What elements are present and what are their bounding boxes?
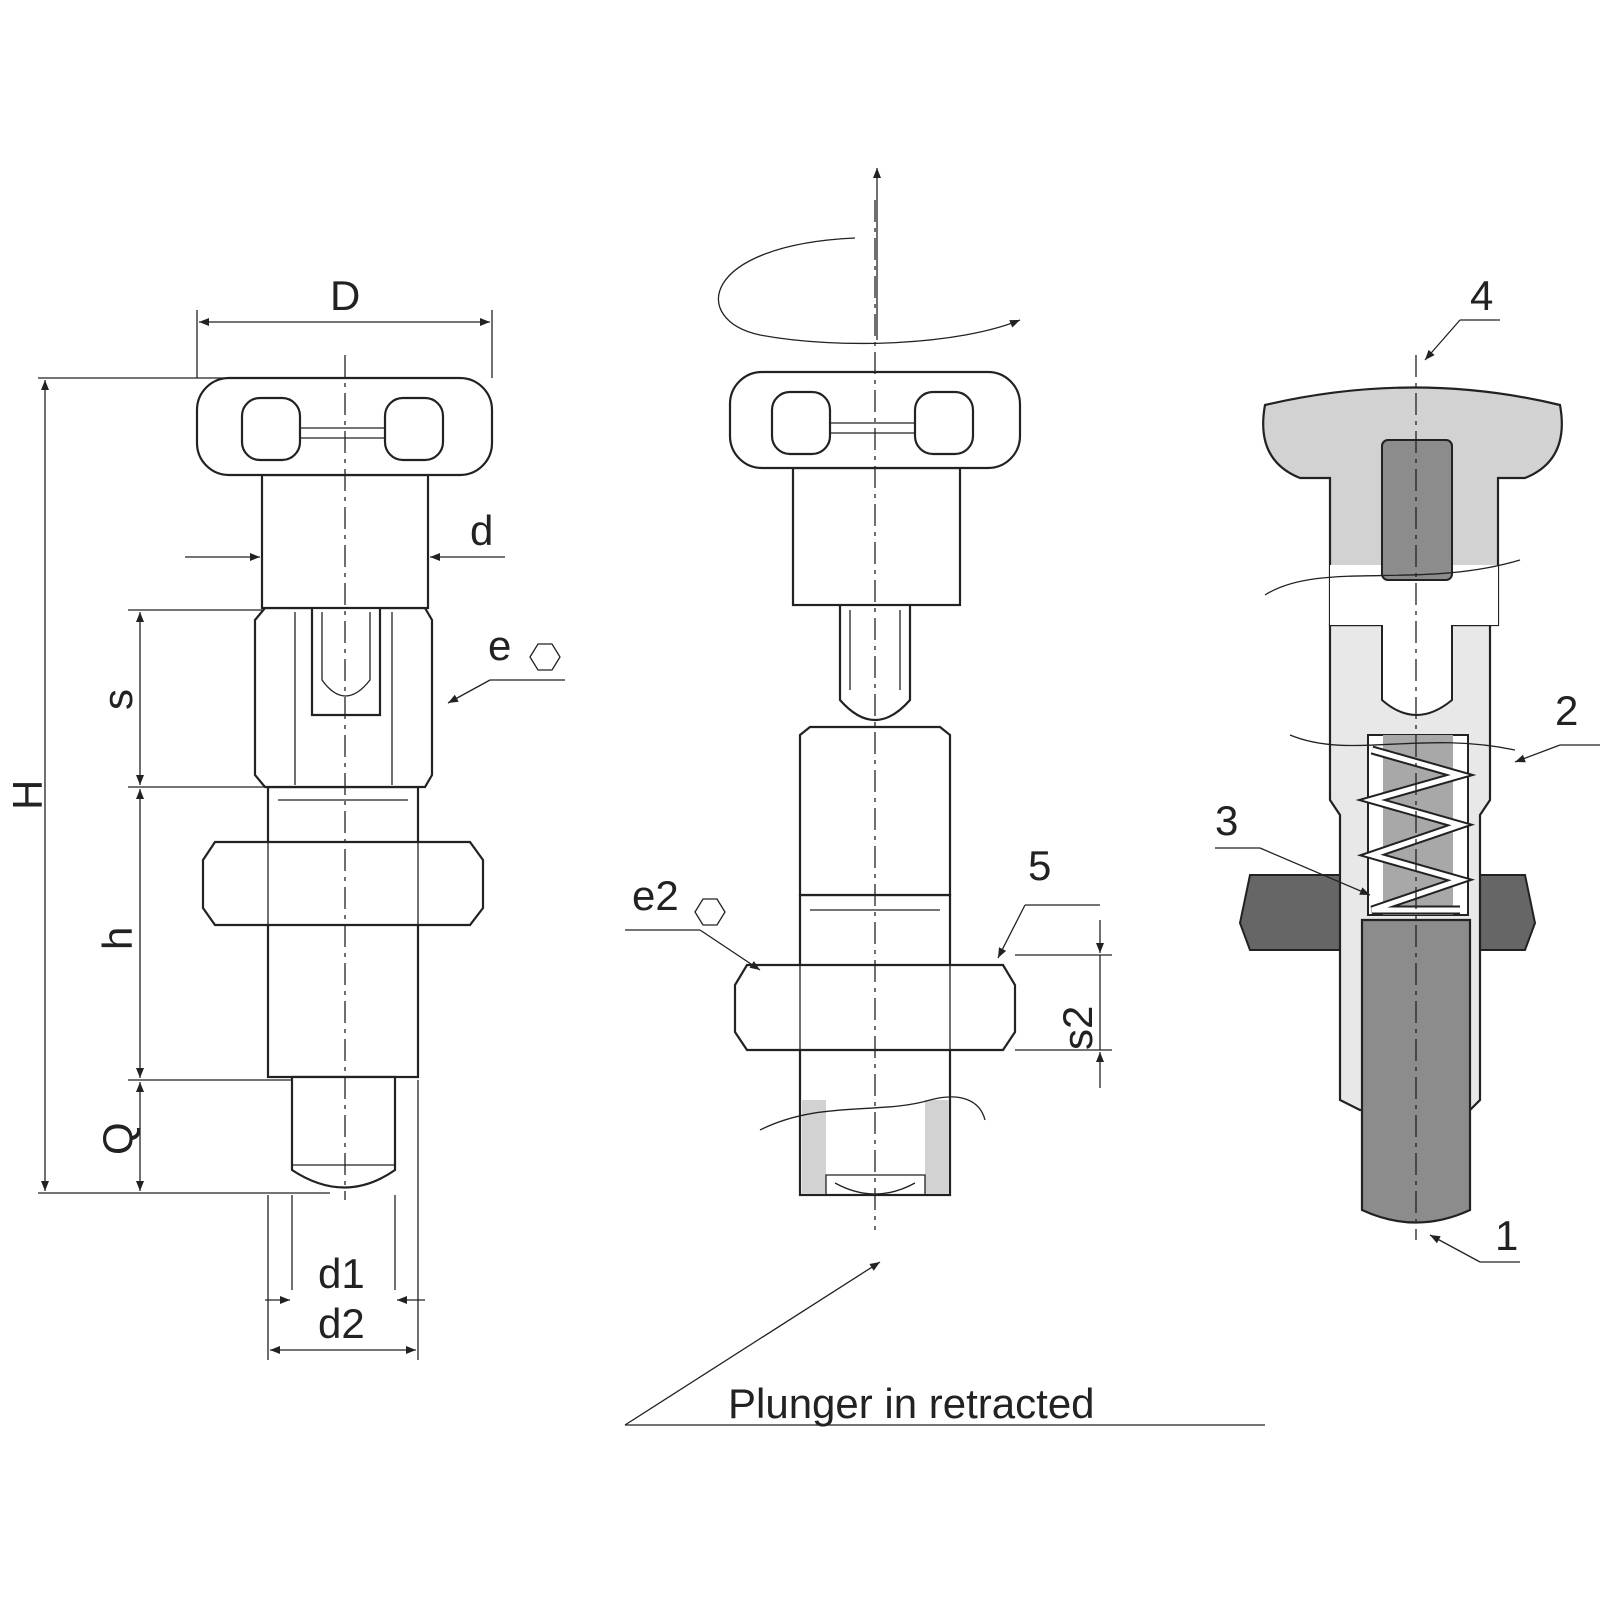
dim-Q-label: Q — [94, 1122, 141, 1155]
knob-hole — [383, 396, 445, 462]
dim-d2-label: d2 — [318, 1300, 365, 1347]
right-view — [1238, 355, 1563, 1240]
caption: Plunger in retracted — [728, 1380, 1095, 1427]
lock-nut — [201, 840, 485, 927]
middle-view — [717, 168, 1022, 1230]
dim-s2-label: s2 — [1054, 1006, 1101, 1050]
hex-symbol-icon — [694, 898, 726, 926]
dim-D-label: D — [330, 272, 360, 319]
dim-d1-label: d1 — [318, 1250, 365, 1297]
dim-e2-label: e2 — [632, 872, 679, 919]
dim-s-label: s — [94, 689, 141, 710]
part-2-label: 2 — [1555, 687, 1578, 734]
part-4-label: 4 — [1470, 272, 1493, 319]
neck — [791, 466, 962, 607]
dim-d-label: d — [470, 507, 493, 554]
middle-dimensions: s2 5 e2 Plunger in retracted — [624, 842, 1265, 1427]
knob-hole — [240, 396, 302, 462]
part-3-label: 3 — [1215, 797, 1238, 844]
hex-symbol-icon — [529, 643, 561, 671]
rotation-arrow-icon — [717, 237, 1021, 345]
dim-h-label: h — [94, 927, 141, 950]
part-1-label: 1 — [1495, 1212, 1518, 1259]
right-labels: 4 2 3 1 — [1215, 272, 1600, 1263]
part-5-label: 5 — [1028, 842, 1051, 889]
dim-H-label: H — [4, 780, 51, 810]
plunger-pin — [290, 1075, 397, 1189]
plunger-pin — [1360, 918, 1472, 1224]
dim-e-label: e — [488, 622, 511, 669]
knob-hole — [913, 390, 975, 456]
left-dimensions: D H s h Q d e d1 d2 — [4, 272, 565, 1360]
left-view — [195, 355, 494, 1200]
knob-hole — [770, 390, 832, 456]
thread-body — [266, 785, 420, 1079]
